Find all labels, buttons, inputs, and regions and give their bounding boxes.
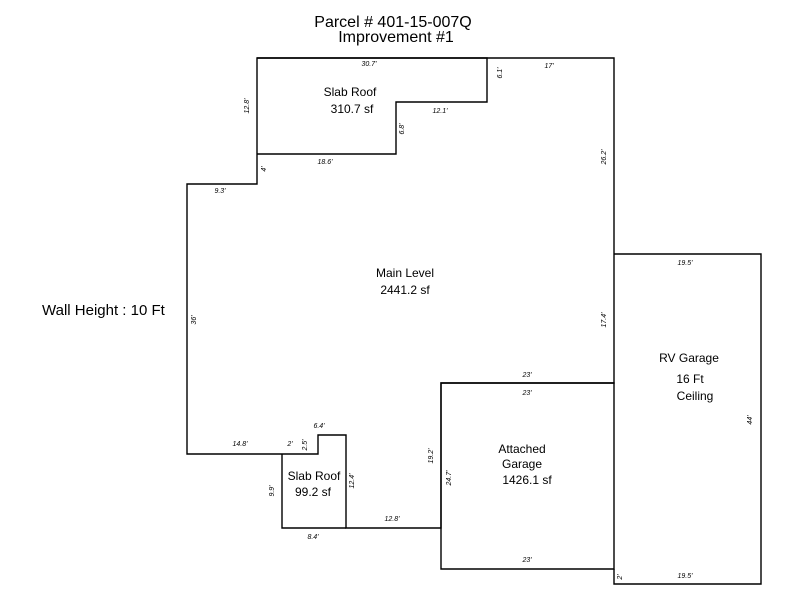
dimension-label: 44': [747, 415, 754, 425]
area-name: Slab Roof: [288, 469, 341, 483]
area-label-main-level: Main Level 2441.2 sf: [376, 266, 434, 297]
dimension-label: 24.7': [446, 470, 453, 487]
parcel-number: Parcel # 401-15-007Q: [314, 14, 471, 31]
area-size: 1426.1 sf: [502, 473, 552, 487]
dimension-label: 2.5': [302, 439, 309, 452]
dimension-label: 9.3': [214, 188, 226, 195]
dimension-label: 6.8': [399, 123, 406, 135]
area-name: RV Garage: [659, 351, 719, 365]
area-size: 310.7 sf: [331, 102, 374, 116]
area-name: Main Level: [376, 266, 434, 280]
area-name: Attached: [498, 442, 545, 456]
area-label-rv-garage: RV Garage 16 Ft Ceiling: [659, 351, 719, 403]
dimension-label: 19.5': [678, 573, 694, 580]
dimension-label: 14.8': [233, 441, 249, 448]
dimension-label: 12.4': [349, 473, 356, 489]
dimension-label: 17.4': [601, 312, 608, 328]
area-ceiling-label: Ceiling: [677, 389, 714, 403]
area-size: 2441.2 sf: [380, 283, 430, 297]
dimension-label: 9.9': [269, 485, 276, 497]
dimension-label: 19.5': [678, 260, 694, 267]
dimension-label: 6.1': [497, 67, 504, 79]
dimension-label: 12.8': [385, 516, 401, 523]
dimension-label: 12.1': [433, 108, 449, 115]
slab-roof-top-outline: [257, 57, 488, 155]
dimension-label: 17': [544, 63, 554, 70]
dimension-label: 30.7': [362, 61, 378, 68]
dimension-label: 2': [286, 441, 293, 448]
dimension-label: 36': [191, 315, 198, 325]
dimension-label: 12.8': [244, 98, 251, 114]
area-ceiling-height: 16 Ft: [676, 372, 704, 386]
area-size: 99.2 sf: [295, 485, 332, 499]
area-name-line2: Garage: [502, 457, 542, 471]
dimension-label: 23': [521, 390, 532, 397]
rv-garage-outline: [613, 253, 762, 585]
area-name: Slab Roof: [324, 85, 377, 99]
improvement-label: Improvement #1: [338, 29, 454, 46]
wall-height-label: Wall Height : 10 Ft: [42, 302, 166, 319]
dimension-label: 8.4': [307, 534, 319, 541]
dimension-label: 2': [617, 574, 624, 581]
dimension-label: 4': [261, 166, 268, 172]
area-label-slab-roof-bottom: Slab Roof 99.2 sf: [288, 469, 341, 499]
area-label-attached-garage: Attached Garage 1426.1 sf: [498, 442, 552, 487]
dimension-label: 6.4': [313, 423, 325, 430]
dimension-label: 18.6': [318, 159, 334, 166]
dimension-label: 26.2': [601, 149, 608, 166]
dimension-label: 23': [521, 372, 532, 379]
dimension-label: 23': [521, 557, 532, 564]
slab-roof-bottom-outline: [281, 454, 346, 529]
area-label-slab-roof-top: Slab Roof 310.7 sf: [324, 85, 377, 116]
dimension-label: 19.2': [428, 448, 435, 464]
